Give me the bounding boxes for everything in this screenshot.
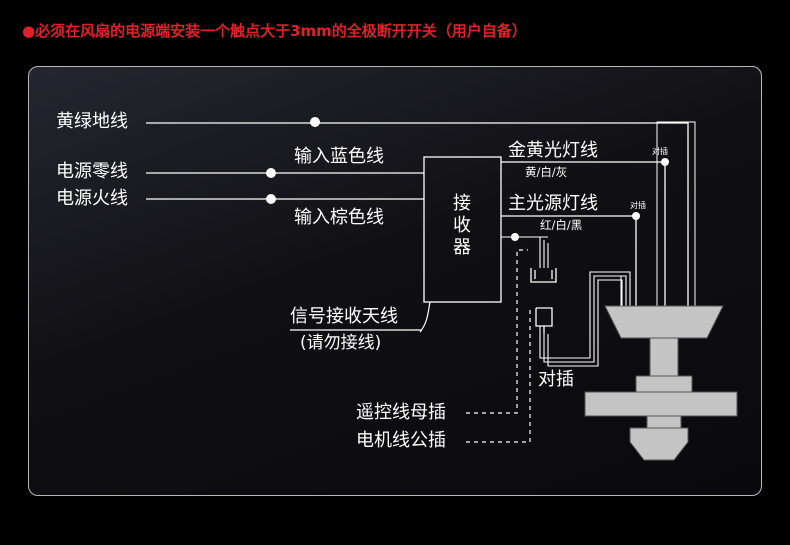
remote-output-dot xyxy=(511,233,519,241)
ceiling-fan xyxy=(584,121,738,461)
live-junction-dot xyxy=(266,194,276,204)
ground-junction-dot xyxy=(310,117,320,127)
neutral-label: 电源零线 xyxy=(56,161,128,182)
fan-light-bowl xyxy=(629,427,689,461)
female-connector xyxy=(530,268,557,283)
fan-canopy xyxy=(604,305,724,339)
fan-light-stem xyxy=(646,415,682,429)
main-plug-tag: 对插 xyxy=(630,201,646,210)
neutral-junction-dot xyxy=(266,168,276,178)
live-label: 电源火线 xyxy=(56,188,128,209)
main-light-colors: 红/白/黑 xyxy=(540,218,583,232)
ground-wire xyxy=(146,122,689,306)
fan-motor xyxy=(635,375,693,393)
receiver-char-1: 接 xyxy=(453,193,471,214)
antenna-label: 信号接收天线 xyxy=(290,306,398,327)
antenna-wire xyxy=(419,301,431,333)
safety-warning: ●必须在风扇的电源端安装一个触点大于3mm的全极断开开关（用户自备） xyxy=(22,22,527,40)
fan-rod-lower xyxy=(649,337,679,377)
fan-blade xyxy=(584,391,738,417)
wiring-panel xyxy=(28,66,762,496)
male-connector xyxy=(535,307,553,334)
remote-output-wire xyxy=(501,236,549,268)
receiver-char-2: 收 xyxy=(453,215,471,236)
input-brown-label: 输入棕色线 xyxy=(294,207,384,228)
antenna-note: (请勿接线) xyxy=(300,333,382,353)
connector-leaders xyxy=(466,249,531,443)
motor-male-label: 电机线公插 xyxy=(356,430,446,451)
gold-light-label: 金黄光灯线 xyxy=(508,140,598,161)
gold-light-wire xyxy=(501,161,666,306)
gold-plug-tag: 对插 xyxy=(652,147,668,156)
gold-light-colors: 黄/白/灰 xyxy=(525,165,568,179)
receiver-box xyxy=(423,156,502,303)
motor-cable xyxy=(539,271,631,367)
input-blue-label: 输入蓝色线 xyxy=(294,146,384,167)
receiver-char-3: 器 xyxy=(453,237,471,258)
ground-label: 黄绿地线 xyxy=(56,111,128,132)
main-plug-dot xyxy=(632,212,640,220)
remote-female-label: 遥控线母插 xyxy=(356,402,446,423)
pair-plug-label: 对插 xyxy=(538,369,574,390)
main-light-label: 主光源灯线 xyxy=(508,193,598,214)
gold-plug-dot xyxy=(661,158,669,166)
